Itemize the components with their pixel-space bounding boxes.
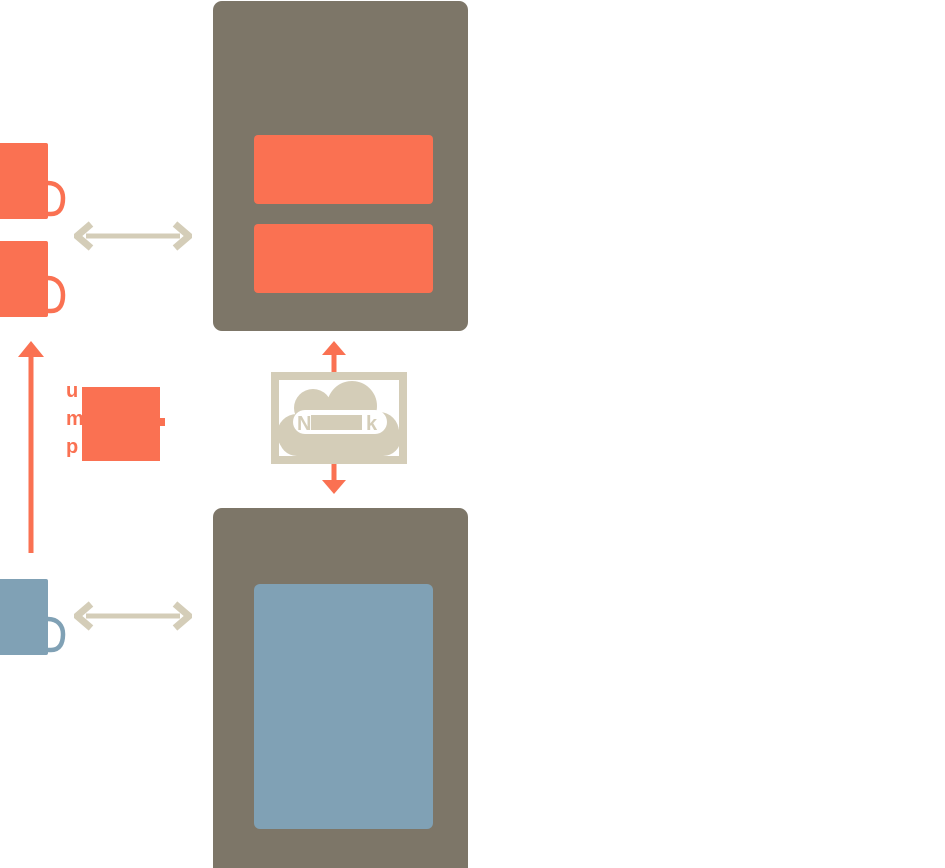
bidirectional-arrow-top-icon: [74, 221, 192, 251]
hidden-label-lines: u m p: [66, 377, 84, 461]
client-bubble-blue-icon: [0, 579, 66, 655]
arrow-shaft: [28, 356, 34, 553]
bubble-tail: [44, 180, 66, 217]
hidden-label-line-3: p: [66, 436, 79, 458]
arrow-head-left: [74, 601, 94, 631]
arrow-shaft: [331, 354, 337, 372]
network-label-cover-block: [311, 415, 362, 430]
server-slot-orange-1: [254, 135, 433, 204]
network-label-last-letter: k: [366, 413, 378, 435]
bubble-body: [0, 241, 48, 317]
label-cover-box: [82, 387, 160, 461]
top-server-box: [213, 1, 468, 331]
bubble-tail: [44, 275, 66, 314]
arrow-head-right: [172, 601, 192, 631]
label-overflow-nub: [160, 418, 165, 426]
arrow-cloud-to-bottom-box-icon: [322, 464, 346, 494]
upward-arrow-icon: [18, 341, 44, 553]
server-slot-orange-2: [254, 224, 433, 293]
bubble-tail: [44, 616, 66, 653]
network-label-first-letter: N: [297, 413, 311, 435]
client-bubble-orange-2-icon: [0, 241, 66, 317]
arrow-head-left: [74, 221, 94, 251]
hidden-label-line-1: u: [66, 380, 79, 402]
bubble-body: [0, 579, 48, 655]
bubble-body: [0, 143, 48, 219]
arrow-head-down: [322, 480, 346, 494]
arrow-cloud-to-top-box-icon: [322, 341, 346, 372]
emblem-frame: [271, 372, 407, 464]
arrow-head-right: [172, 221, 192, 251]
client-bubble-orange-1-icon: [0, 143, 66, 219]
arrow-shaft: [331, 464, 337, 481]
bidirectional-arrow-bottom-icon: [74, 601, 192, 631]
hidden-label-line-2: m: [66, 408, 84, 430]
arrow-head-up: [18, 341, 44, 357]
bottom-server-box: [213, 508, 468, 868]
network-cloud-icon: N k: [271, 372, 407, 464]
server-panel-blue: [254, 584, 433, 829]
arrow-head-up: [322, 341, 346, 355]
